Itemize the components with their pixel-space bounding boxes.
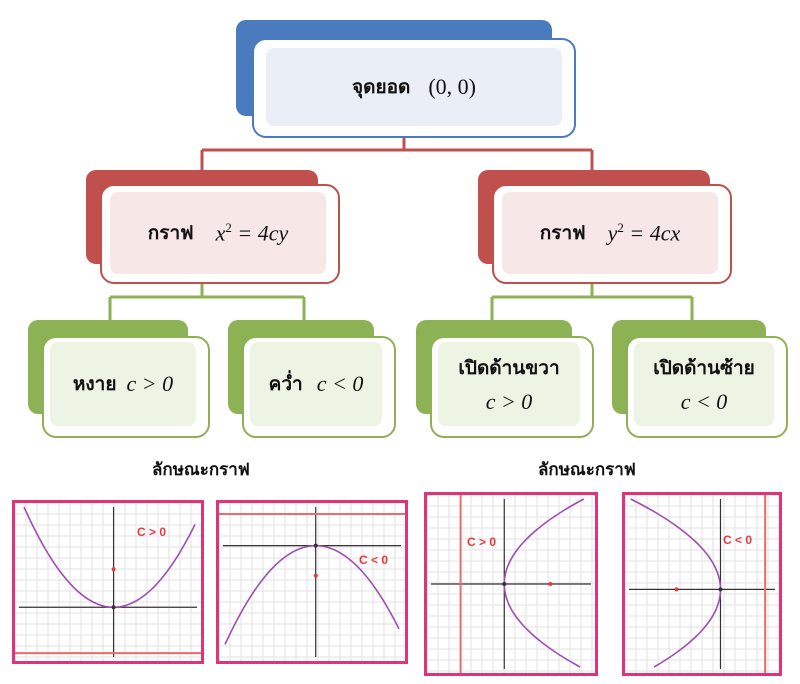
leaf-label: หงาย	[72, 373, 117, 395]
graph-condition: C < 0	[723, 533, 753, 547]
branch-label: กราฟ	[539, 222, 586, 244]
graph-opens-up: C > 0	[12, 500, 204, 664]
focus-point	[313, 573, 318, 578]
vertex-point	[111, 605, 116, 610]
focus-point	[548, 582, 553, 586]
vertex-point	[718, 587, 723, 592]
graph-caption-left: ลักษณะกราฟ	[152, 460, 250, 480]
graph-plot	[15, 503, 201, 661]
parabola-curve	[630, 498, 722, 668]
branch-node-y2-4cx: กราฟ y2 = 4cx	[478, 170, 732, 284]
graph-opens-left: C < 0	[622, 492, 782, 676]
leaf-condition: c < 0	[680, 389, 728, 414]
leaf-node-opens-up: หงาย c > 0	[28, 320, 210, 438]
focus-point	[111, 567, 116, 572]
leaf-label: คว่ำ	[268, 373, 303, 395]
graph-opens-right: C > 0	[424, 492, 598, 676]
parabola-curve	[224, 544, 400, 645]
leaf-node-opens-right: เปิดด้านขวา c > 0	[416, 320, 594, 438]
branch-equation: y2 = 4cx	[607, 219, 681, 246]
leaf-condition: c > 0	[485, 389, 533, 414]
vertex-point	[313, 543, 318, 548]
vertex-label: จุดยอด	[351, 76, 411, 98]
graph-condition: C > 0	[467, 535, 497, 549]
graph-condition: C > 0	[137, 525, 167, 539]
graph-opens-down: C < 0	[216, 500, 408, 664]
vertex-point	[502, 582, 507, 586]
branch-label: กราฟ	[147, 222, 194, 244]
focus-point	[674, 587, 679, 592]
leaf-node-opens-down: คว่ำ c < 0	[228, 320, 396, 438]
leaf-node-opens-left: เปิดด้านซ้าย c < 0	[612, 320, 788, 438]
parabola-curve	[23, 506, 196, 609]
leaf-condition: c > 0	[126, 371, 174, 396]
branch-node-x2-4cy: กราฟ x2 = 4cy	[86, 170, 340, 284]
leaf-label: เปิดด้านขวา	[458, 357, 560, 379]
graph-plot	[427, 495, 595, 673]
graph-condition: C < 0	[359, 553, 389, 567]
graph-plot	[219, 503, 405, 661]
vertex-node: จุดยอด (0, 0)	[236, 20, 576, 138]
graph-caption-right: ลักษณะกราฟ	[538, 460, 636, 480]
vertex-coordinates: (0, 0)	[428, 74, 476, 99]
leaf-label: เปิดด้านซ้าย	[653, 357, 755, 379]
graph-plot	[625, 495, 779, 673]
leaf-condition: c < 0	[316, 371, 364, 396]
branch-equation: x2 = 4cy	[215, 219, 289, 246]
